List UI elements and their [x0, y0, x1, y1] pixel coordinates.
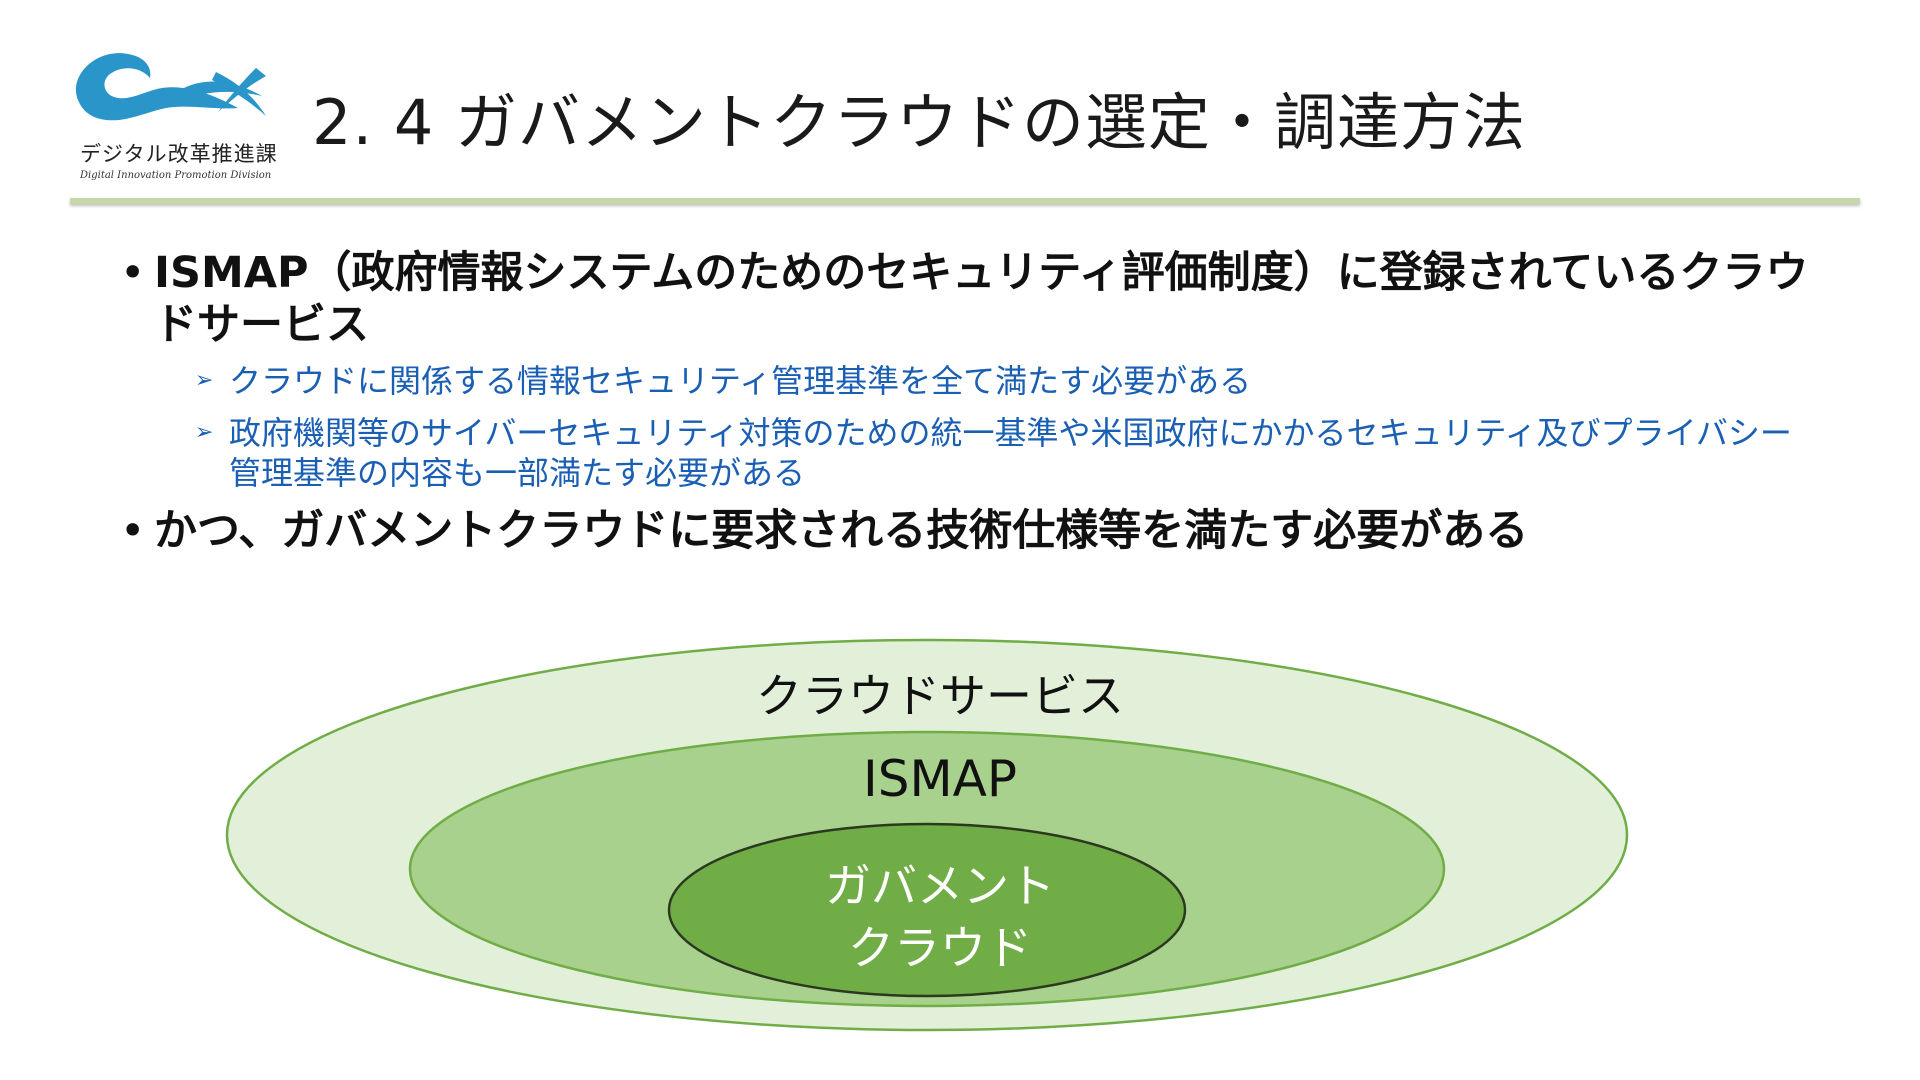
bullet-item: • ISMAP（政府情報システムのためのセキュリティ評価制度）に登録されているク…	[110, 247, 1834, 351]
logo-text: デジタル改革推進課	[80, 142, 278, 166]
arrow-bullet-icon: ➢	[195, 368, 214, 393]
bullet-item: • かつ、ガバメントクラウドに要求される技術仕様等を満たす必要がある	[110, 505, 1834, 557]
page-title: 2. 4 ガバメントクラウドの選定・調達方法	[312, 86, 1527, 159]
sub-bullet-text: 政府機関等のサイバーセキュリティ対策のための統一基準や米国政府にかかるセキュリテ…	[229, 414, 1792, 492]
bullet-dot-icon: •	[120, 248, 146, 298]
bullet-text: かつ、ガバメントクラウドに要求される技術仕様等を満たす必要がある	[154, 506, 1529, 556]
sub-bullet-item: ➢ クラウドに関係する情報セキュリティ管理基準を全て満たす必要がある	[195, 361, 1799, 401]
label-cloud-services: クラウドサービス	[756, 669, 1124, 723]
sub-bullet-text: クラウドに関係する情報セキュリティ管理基準を全て満たす必要がある	[229, 362, 1252, 400]
logo: デジタル改革推進課 Digital Innovation Promotion D…	[66, 38, 296, 188]
label-government-cloud-line2: クラウド	[848, 921, 1032, 975]
title-divider	[70, 198, 1860, 204]
arrow-bullet-icon: ➢	[195, 420, 214, 445]
inner-ellipse-government-cloud	[667, 822, 1187, 998]
logo-subtext: Digital Innovation Promotion Division	[80, 170, 272, 181]
label-government-cloud: ガバメント クラウド	[720, 855, 1160, 979]
bullet-text: ISMAP（政府情報システムのためのセキュリティ評価制度）に登録されているクラウ…	[154, 248, 1809, 350]
label-ismap: ISMAP	[863, 750, 1017, 808]
sub-bullet-item: ➢ 政府機関等のサイバーセキュリティ対策のための統一基準や米国政府にかかるセキュ…	[195, 413, 1799, 493]
bullet-dot-icon: •	[120, 506, 146, 556]
wave-logo-icon	[75, 53, 266, 121]
label-government-cloud-line1: ガバメント	[825, 859, 1055, 913]
